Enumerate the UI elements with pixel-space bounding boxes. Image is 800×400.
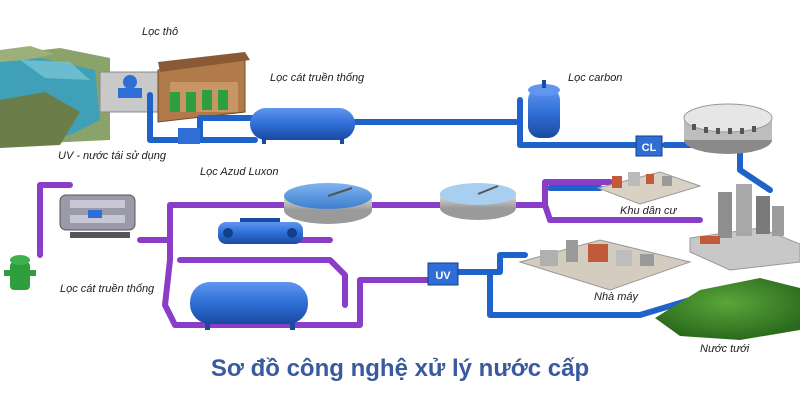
uv-unit: UV [427,262,459,286]
river-landscape [0,46,110,148]
label-loc-cat-top: Lọc cát truền thống [270,72,365,84]
label-loc-tho: Lọc thô [142,26,179,38]
purple-pipes [37,179,703,328]
label-khu-dan-cu: Khu dân cư [620,205,677,217]
factory [518,239,692,291]
storage-reservoir [683,103,773,154]
pump-box-top [178,128,200,144]
coarse-filter-building [99,52,250,123]
label-nuoc-tuoi: Nước tưới [700,343,750,355]
label-uv-tai-su-dung: UV - nước tái sử dụng [58,150,167,162]
city-buildings [689,184,800,271]
label-loc-cat-bottom: Lọc cát truền thống [60,283,155,295]
sand-filter-top [250,108,355,144]
settling-basin-2 [440,183,516,220]
cl-badge: CL [642,142,657,154]
label-nha-may: Nhà máy [594,291,639,303]
label-loc-azud: Lọc Azud Luxon [200,166,279,178]
uv-badge: UV [435,270,451,282]
irrigation-field [655,278,800,340]
carbon-filter-tank [528,80,560,138]
label-loc-carbon: Lọc carbon [568,72,623,84]
fire-hydrant [4,255,36,290]
uv-reuse-unit [59,194,136,238]
residential-area [596,171,702,205]
cl-dosing-unit: CL [635,135,663,157]
green-pumps [170,90,228,112]
azud-luxon-filter [218,218,303,244]
diagram-title: Sơ đồ công nghệ xử lý nước cấp [210,355,590,382]
sand-filter-bottom [190,282,308,330]
settling-basin-1 [284,183,372,224]
